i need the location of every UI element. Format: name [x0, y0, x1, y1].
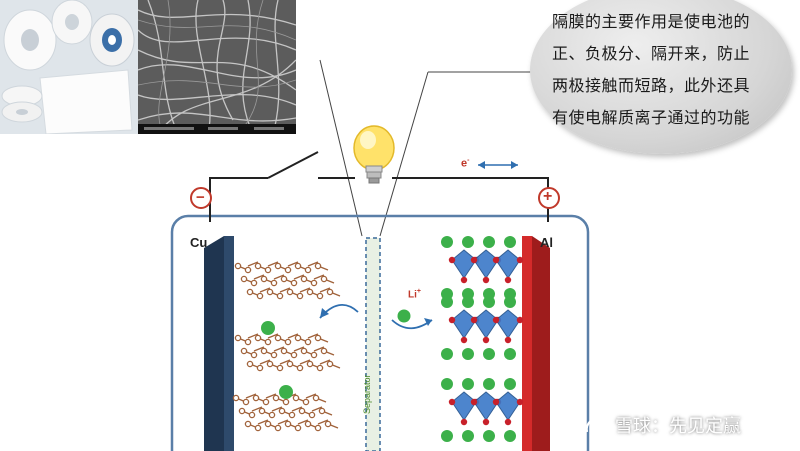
graphite-sheet: [238, 406, 333, 419]
positive-terminal-badge: [538, 187, 560, 209]
cathode-lithium-ion: [504, 348, 516, 360]
cathode-lithium-ion: [504, 296, 516, 308]
cathode-lithium-ion: [483, 296, 495, 308]
electron-charge: -: [467, 157, 470, 164]
separator-rolls-photo: [0, 0, 138, 134]
cathode-lithium-ion: [462, 236, 474, 248]
pointer-line-mid: [379, 71, 429, 237]
callout-line: 有使电解质离子通过的功能: [552, 108, 751, 127]
li-ion-label: Li+: [408, 288, 421, 300]
cathode-polyhedron: [492, 249, 524, 284]
cathode-lattice: [441, 236, 524, 442]
circuit-switch: [267, 151, 319, 179]
li-ion-charge: +: [416, 288, 421, 295]
cathode-polyhedron: [448, 391, 480, 426]
graphite-anode-layers: [232, 261, 341, 432]
cathode-polyhedron: [470, 391, 502, 426]
graphite-sheet: [246, 359, 341, 372]
li-ion-symbol: Li: [408, 289, 417, 301]
cathode-polyhedron: [470, 249, 502, 284]
pointer-line-left: [319, 59, 363, 237]
cathode-lithium-ion: [462, 378, 474, 390]
cathode-lithium-ion: [441, 348, 453, 360]
watermark: 雪球：先见定赢: [583, 412, 741, 438]
graphite-sheet: [232, 393, 327, 406]
electron-symbol: e: [461, 157, 468, 170]
callout-line: 正、负极分、隔开来，防止: [552, 44, 751, 63]
anode-label: Cu: [190, 235, 208, 250]
cathode-polyhedron: [448, 309, 480, 344]
cathode-lithium-ion: [441, 430, 453, 442]
cathode-lithium-ion: [462, 296, 474, 308]
cathode-lithium-ion: [483, 236, 495, 248]
cathode-lithium-ion: [441, 296, 453, 308]
graphite-sheet: [234, 261, 329, 274]
graphite-sheet: [244, 419, 339, 432]
intercalated-lithium-ion: [261, 321, 275, 335]
cathode-electrode: [522, 236, 550, 451]
graphite-sheet: [246, 287, 341, 300]
cathode-lithium-ion: [441, 236, 453, 248]
wire-left: [209, 177, 268, 222]
separator-label: Separator: [362, 374, 372, 414]
cathode-lithium-ion: [462, 430, 474, 442]
graphite-sheet: [240, 346, 335, 359]
callout-line: 隔膜的主要作用是使电池的: [552, 12, 751, 31]
migrating-lithium-ion: [397, 309, 411, 323]
graphite-sheet: [240, 274, 335, 287]
electron-label: e-: [461, 157, 469, 170]
cathode-polyhedron: [470, 309, 502, 344]
watermark-text: 雪球：先见定赢: [615, 416, 741, 437]
separator-membrane: [365, 237, 381, 451]
positive-sign: +: [543, 188, 553, 205]
cathode-lithium-ion: [441, 378, 453, 390]
cathode-lithium-ion: [483, 348, 495, 360]
cathode-lithium-ion: [504, 430, 516, 442]
cathode-lithium-ion: [462, 348, 474, 360]
cathode-label: Al: [540, 235, 553, 250]
cathode-polyhedron: [448, 249, 480, 284]
cathode-polyhedron: [492, 309, 524, 344]
callout-text: 隔膜的主要作用是使电池的 正、负极分、隔开来，防止 两极接触而短路，此外还具 有…: [552, 6, 788, 134]
cathode-polyhedron: [492, 391, 524, 426]
anode-electrode: [204, 236, 234, 451]
callout-bubble: [530, 0, 792, 154]
snowball-logo-icon: [585, 416, 608, 436]
intercalated-lithium-ion: [279, 385, 293, 399]
sem-micrograph-photo: [138, 0, 296, 134]
callout-line: 两极接触而短路，此外还具: [552, 76, 751, 95]
cathode-lithium-ion: [504, 236, 516, 248]
cathode-lithium-ion: [483, 378, 495, 390]
light-bulb-icon: [353, 125, 395, 184]
electrolyte-container: [170, 214, 590, 451]
negative-sign: −: [196, 189, 205, 206]
cathode-lithium-ion: [504, 378, 516, 390]
cathode-lithium-ion: [483, 430, 495, 442]
graphite-sheet: [234, 333, 329, 346]
negative-terminal-badge: [190, 187, 212, 209]
